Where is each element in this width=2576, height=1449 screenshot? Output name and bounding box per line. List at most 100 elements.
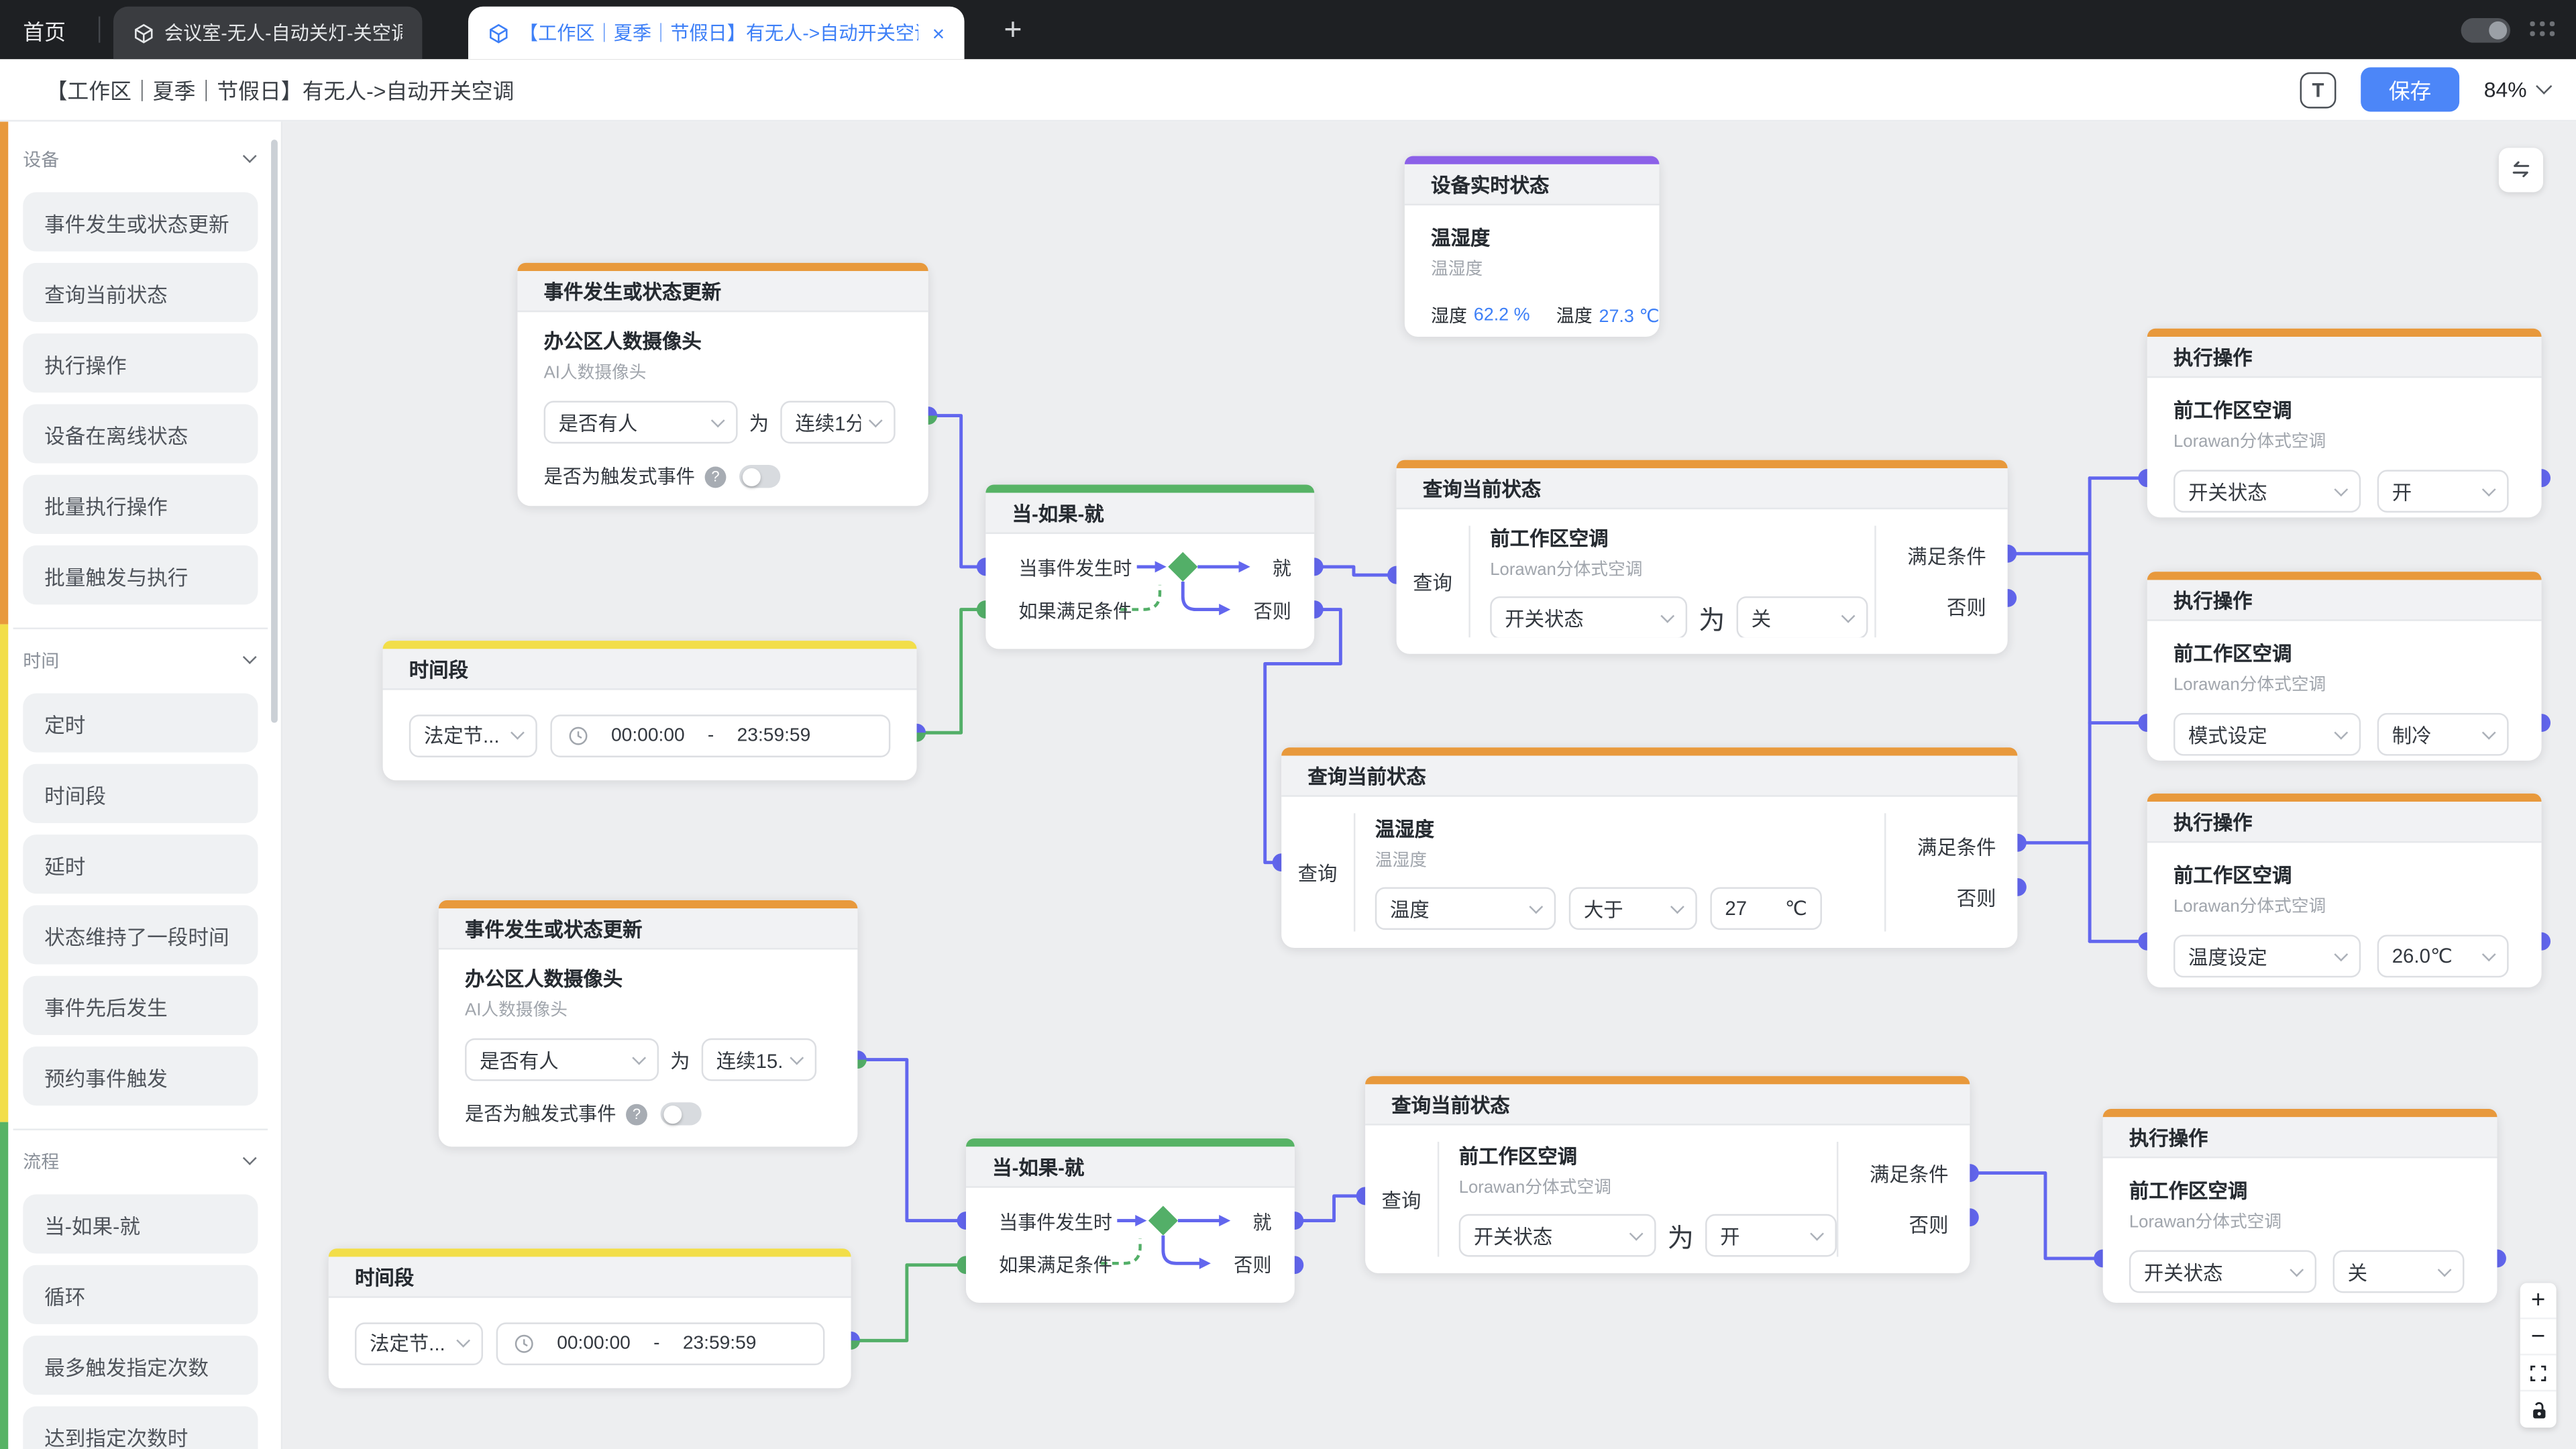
sidebar-item-事件先后发生[interactable]: 事件先后发生 <box>23 975 258 1035</box>
value-select[interactable]: 26.0℃ <box>2377 934 2509 978</box>
sidebar-group-label: 流程 <box>23 1153 60 1173</box>
sidebar-group-color-strip <box>0 121 9 625</box>
close-icon[interactable]: × <box>932 20 945 46</box>
select-value: 法定节... <box>370 1332 445 1356</box>
sidebar-item-查询当前状态[interactable]: 查询当前状态 <box>23 262 258 322</box>
sidebar-item-当-如果-就[interactable]: 当-如果-就 <box>23 1194 258 1254</box>
sidebar-item-定时[interactable]: 定时 <box>23 693 258 753</box>
swap-layout-button[interactable] <box>2498 148 2544 193</box>
attribute-select[interactable]: 模式设定 <box>2174 712 2361 756</box>
node-time-range-1[interactable]: 时间段 法定节... 00:00:00 - 23:59:59 <box>382 641 917 781</box>
edge <box>926 414 987 569</box>
node-when-if-then-1[interactable]: 当-如果-就 当事件发生时 如果满足条件 就 否则 <box>985 484 1315 649</box>
time-range-field[interactable]: 00:00:00 - 23:59:59 <box>496 1322 825 1364</box>
sidebar-item-label: 设备在离线状态 <box>44 425 189 448</box>
topbar-toggle[interactable] <box>2461 17 2511 42</box>
operator-select[interactable]: 大于 <box>1568 887 1697 930</box>
value-select[interactable]: 关 <box>1736 596 1868 638</box>
grid-dots-icon[interactable] <box>2530 21 2556 38</box>
calendar-select[interactable]: 法定节... <box>409 714 537 757</box>
attribute-select[interactable]: 开关状态 <box>2174 470 2361 513</box>
attribute-select[interactable]: 温度 <box>1375 887 1556 930</box>
attribute-select[interactable]: 开关状态 <box>2129 1250 2317 1293</box>
tab-active-scene[interactable]: 【工作区｜夏季｜节假日】有无人->自动开关空调* × <box>468 6 965 60</box>
node-header: 当-如果-就 <box>985 492 1315 534</box>
trigger-switch[interactable] <box>739 465 781 488</box>
sidebar-group-header[interactable]: 时间 <box>23 639 257 682</box>
node-title: 事件发生或状态更新 <box>543 280 722 303</box>
value-select[interactable]: 制冷 <box>2377 712 2509 756</box>
zoom-in-button[interactable]: + <box>2520 1283 2557 1320</box>
chevron-down-icon <box>2334 724 2349 739</box>
relation-label: 为 <box>1699 608 1725 636</box>
sidebar-item-达到指定次数时[interactable]: 达到指定次数时 <box>23 1406 258 1449</box>
scene-cube-icon <box>488 22 509 44</box>
tab-home[interactable]: 首页 <box>23 19 66 44</box>
sidebar-item-事件发生或状态更新[interactable]: 事件发生或状态更新 <box>23 192 258 252</box>
trigger-toggle-label: 是否为触发式事件 <box>543 468 695 488</box>
sidebar-item-状态维持了一段时间[interactable]: 状态维持了一段时间 <box>23 905 258 965</box>
node-device-realtime-status[interactable]: 设备实时状态 温湿度温湿度 湿度 62.2 % 温度 27.3 ℃ <box>1404 156 1660 337</box>
attribute-select[interactable]: 是否有人 <box>465 1038 659 1081</box>
value-select[interactable]: 关 <box>2332 1250 2465 1293</box>
help-icon[interactable]: ? <box>626 1103 647 1125</box>
attribute-select[interactable]: 是否有人 <box>543 400 738 444</box>
sidebar-item-执行操作[interactable]: 执行操作 <box>23 333 258 393</box>
node-when-if-then-2[interactable]: 当-如果-就 当事件发生时 如果满足条件 就 否则 <box>966 1138 1295 1303</box>
otherwise-label: 否则 <box>1956 887 1996 910</box>
divider <box>1353 813 1356 932</box>
sidebar-item-批量执行操作[interactable]: 批量执行操作 <box>23 474 258 534</box>
value-select[interactable]: 连续1分... <box>780 400 896 444</box>
save-button[interactable]: 保存 <box>2361 67 2460 112</box>
select-value: 模式设定 <box>2188 723 2267 747</box>
sidebar-item-批量触发与执行[interactable]: 批量触发与执行 <box>23 545 258 605</box>
node-query-temp-gt-27[interactable]: 查询当前状态 查询 温湿度温湿度温度大于 27℃ 满足条件 否则 <box>1281 747 2018 949</box>
query-label: 查询 <box>1413 571 1452 594</box>
time-range-field[interactable]: 00:00:00 - 23:59:59 <box>550 714 891 757</box>
node-accent-bar <box>966 1138 1295 1147</box>
zoom-level-dropdown[interactable]: 84% <box>2484 77 2553 102</box>
attribute-select[interactable]: 开关状态 <box>1490 596 1688 638</box>
help-icon[interactable]: ? <box>704 466 727 488</box>
node-header: 查询当前状态 <box>1365 1084 1970 1126</box>
lock-canvas-button[interactable] <box>2520 1391 2557 1428</box>
value-select[interactable]: 连续15... <box>701 1038 817 1081</box>
sidebar-item-设备在离线状态[interactable]: 设备在离线状态 <box>23 404 258 464</box>
time-separator: - <box>707 725 714 745</box>
sidebar-item-循环[interactable]: 循环 <box>23 1265 258 1324</box>
sidebar-group-header[interactable]: 设备 <box>23 138 257 181</box>
sidebar-item-label: 最多触发指定次数 <box>44 1356 209 1379</box>
sidebar-item-延时[interactable]: 延时 <box>23 835 258 894</box>
sidebar-scrollbar[interactable] <box>271 140 278 723</box>
sidebar-item-最多触发指定次数[interactable]: 最多触发指定次数 <box>23 1336 258 1395</box>
chevron-down-icon <box>868 413 883 427</box>
tab-recent-scene[interactable]: 会议室-无人-自动关灯-关空调* <box>113 6 423 60</box>
sidebar-item-时间段[interactable]: 时间段 <box>23 763 258 823</box>
calendar-select[interactable]: 法定节... <box>354 1322 483 1364</box>
text-tool-icon[interactable]: T <box>2300 71 2337 108</box>
swap-arrows-icon <box>2512 161 2530 178</box>
value-select[interactable]: 开 <box>1705 1214 1837 1257</box>
sidebar-item-预约事件触发[interactable]: 预约事件触发 <box>23 1046 258 1106</box>
attribute-select[interactable]: 温度设定 <box>2174 934 2361 978</box>
chevron-down-icon <box>456 1333 471 1348</box>
value-select[interactable]: 开 <box>2377 470 2509 513</box>
node-time-range-2[interactable]: 时间段 法定节... 00:00:00 - 23:59:59 <box>328 1248 851 1389</box>
sidebar-group-header[interactable]: 流程 <box>23 1140 257 1183</box>
attribute-select[interactable]: 开关状态 <box>1458 1214 1656 1257</box>
new-tab-button[interactable]: + <box>1004 12 1022 47</box>
zoom-out-button[interactable]: − <box>2520 1320 2557 1356</box>
fit-screen-button[interactable] <box>2520 1355 2557 1392</box>
divider <box>1437 1142 1440 1257</box>
trigger-switch[interactable] <box>660 1102 702 1126</box>
value-input[interactable]: 27℃ <box>1710 887 1822 930</box>
